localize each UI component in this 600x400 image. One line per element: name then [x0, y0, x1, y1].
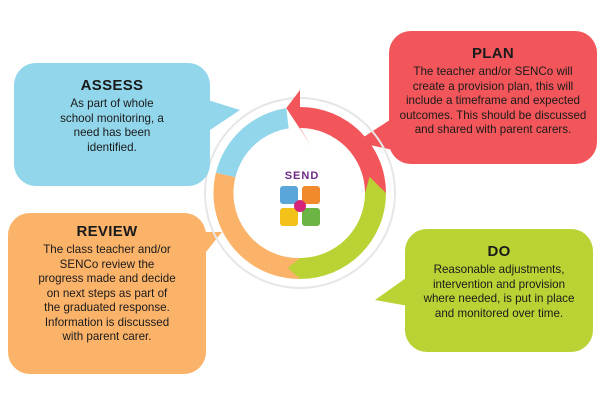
do-line: Reasonable adjustments,	[433, 263, 565, 276]
assess-arc	[215, 108, 289, 178]
assess-line: need has been	[73, 126, 151, 139]
do-arc	[300, 176, 386, 279]
plan-title: PLAN	[471, 45, 515, 62]
assess-text: As part of whole school monitoring, a ne…	[24, 97, 200, 155]
review-line: on next steps as part of	[46, 286, 168, 300]
logo-center-dot	[294, 200, 306, 212]
do-line: and monitored over time.	[434, 306, 564, 320]
do-bubble: DO Reasonable adjustments, intervention …	[405, 229, 593, 352]
review-title: REVIEW	[76, 223, 138, 240]
review-line: Information is discussed	[44, 315, 170, 329]
do-arrowhead	[287, 258, 300, 279]
plan-text: The teacher and/or SENCo will create a p…	[399, 65, 587, 138]
send-logo-text: SEND	[284, 170, 320, 182]
logo-tile-blue	[280, 186, 298, 204]
plan-line: The teacher and/or SENCo will	[413, 65, 573, 78]
plan-line: create a provision plan, this will	[412, 79, 574, 93]
plan-line: include a timeframe and expected	[405, 94, 580, 107]
assess-line: As part of whole	[70, 97, 154, 110]
plan-line: and shared with parent carers.	[414, 123, 572, 136]
plan-line: outcomes. This should be discussed	[399, 108, 587, 122]
do-line: intervention and provision	[432, 277, 566, 291]
plan-bubble: PLAN The teacher and/or SENCo will creat…	[389, 31, 597, 164]
review-text: The class teacher and/or SENCo review th…	[18, 243, 196, 345]
do-title: DO	[487, 243, 511, 260]
logo-tile-yellow	[280, 208, 298, 226]
review-line: the graduated response.	[44, 301, 170, 314]
assess-title: ASSESS	[80, 77, 144, 94]
review-line: SENCo review the	[59, 257, 155, 271]
logo-tile-green	[302, 208, 320, 226]
review-bubble: REVIEW The class teacher and/or SENCo re…	[8, 213, 206, 374]
review-line: progress made and decide	[38, 272, 176, 285]
assess-line: identified.	[87, 140, 137, 154]
review-arc	[213, 172, 300, 280]
review-line: The class teacher and/or	[43, 243, 171, 256]
do-line: where needed, is put in place	[423, 292, 575, 305]
assess-line: school monitoring, a	[60, 111, 164, 125]
logo-tile-orange	[302, 186, 320, 204]
do-text: Reasonable adjustments, intervention and…	[415, 263, 583, 321]
review-line: with parent carer.	[62, 330, 152, 343]
assess-bubble: ASSESS As part of whole school monitorin…	[14, 63, 210, 186]
plan-arc	[286, 90, 386, 193]
